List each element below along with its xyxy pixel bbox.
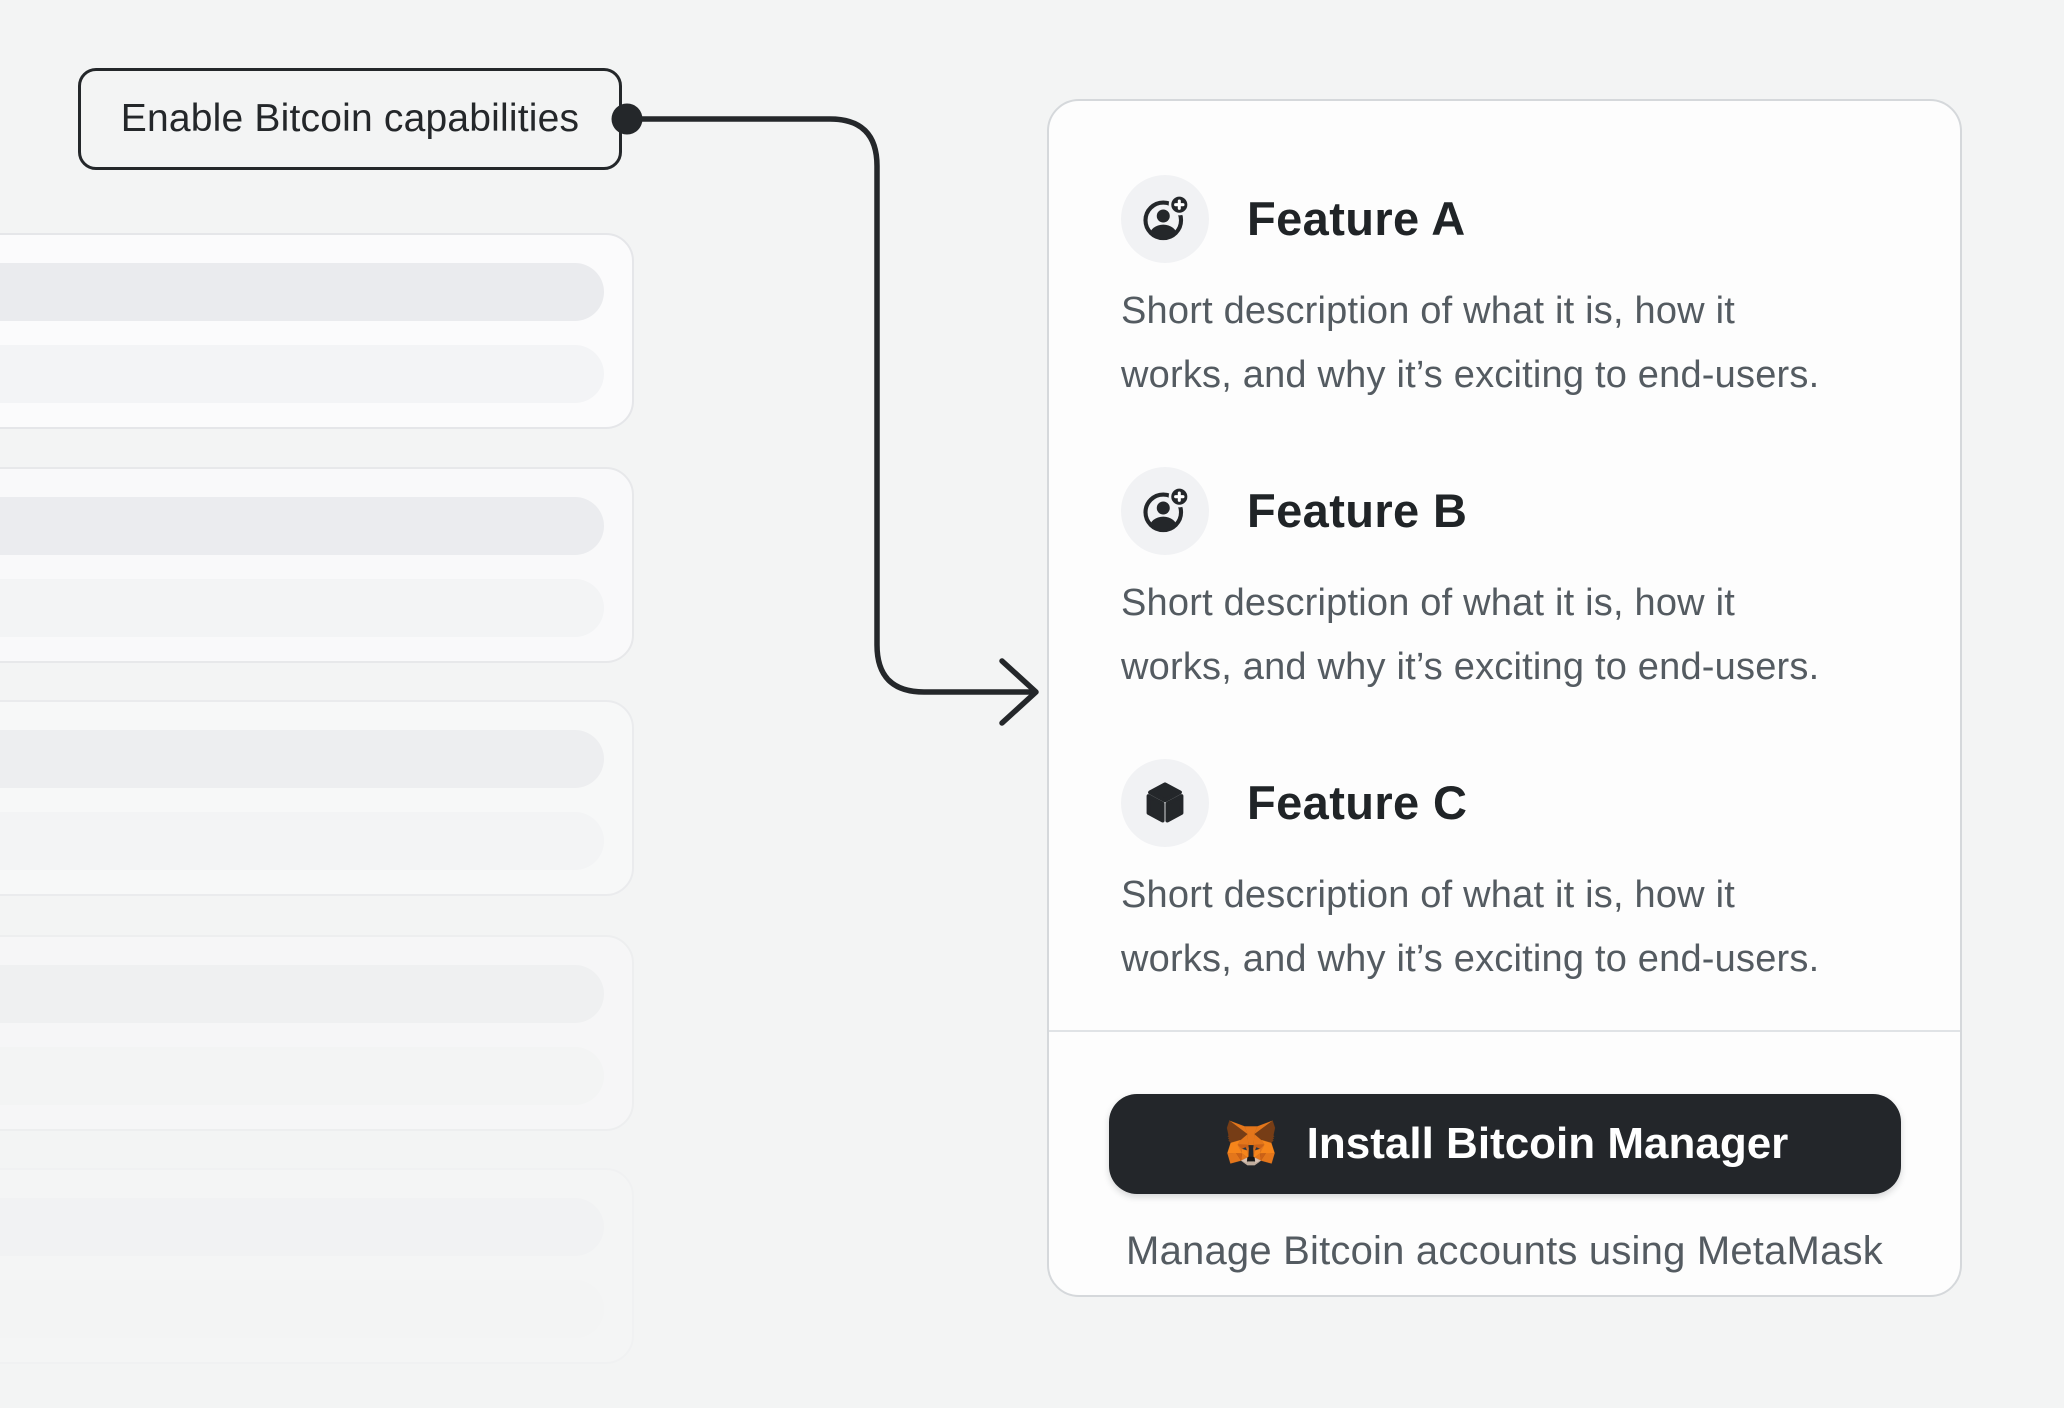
metamask-fox-icon [1221,1114,1281,1174]
skeleton-line [0,497,604,555]
feature-description: Short description of what it is, how it … [1121,582,1820,688]
account-add-icon [1121,175,1209,263]
install-bitcoin-manager-button[interactable]: Install Bitcoin Manager [1108,1094,1901,1194]
button-caption: Manage Bitcoin accounts using MetaMask [1126,1229,1883,1273]
skeleton-card [0,233,634,429]
feature-title: Feature B [1247,484,1468,537]
skeleton-line [0,345,604,403]
feature-description: Short description of what it is, how it … [1121,874,1820,980]
card-divider [1049,1030,1960,1032]
cube-icon [1121,759,1209,847]
feature-title: Feature A [1247,192,1466,245]
skeleton-card [0,700,634,896]
skeleton-line [0,812,604,870]
skeleton-card [0,467,634,663]
skeleton-card [0,935,634,1131]
skeleton-line [0,263,604,321]
callout-label-text: Enable Bitcoin capabilities [120,97,580,140]
skeleton-line [0,1280,604,1338]
skeleton-line [0,1047,604,1105]
install-button-label: Install Bitcoin Manager [1306,1119,1789,1168]
skeleton-card [0,1168,634,1364]
features-card: Feature A Short description of what it i… [1047,99,1962,1297]
callout-label: Enable Bitcoin capabilities [78,68,622,170]
feature-description: Short description of what it is, how it … [1121,290,1820,396]
skeleton-line [0,1198,604,1256]
skeleton-line [0,965,604,1023]
skeleton-line [0,579,604,637]
feature-title: Feature C [1247,776,1468,829]
account-add-icon [1121,467,1209,555]
skeleton-line [0,730,604,788]
